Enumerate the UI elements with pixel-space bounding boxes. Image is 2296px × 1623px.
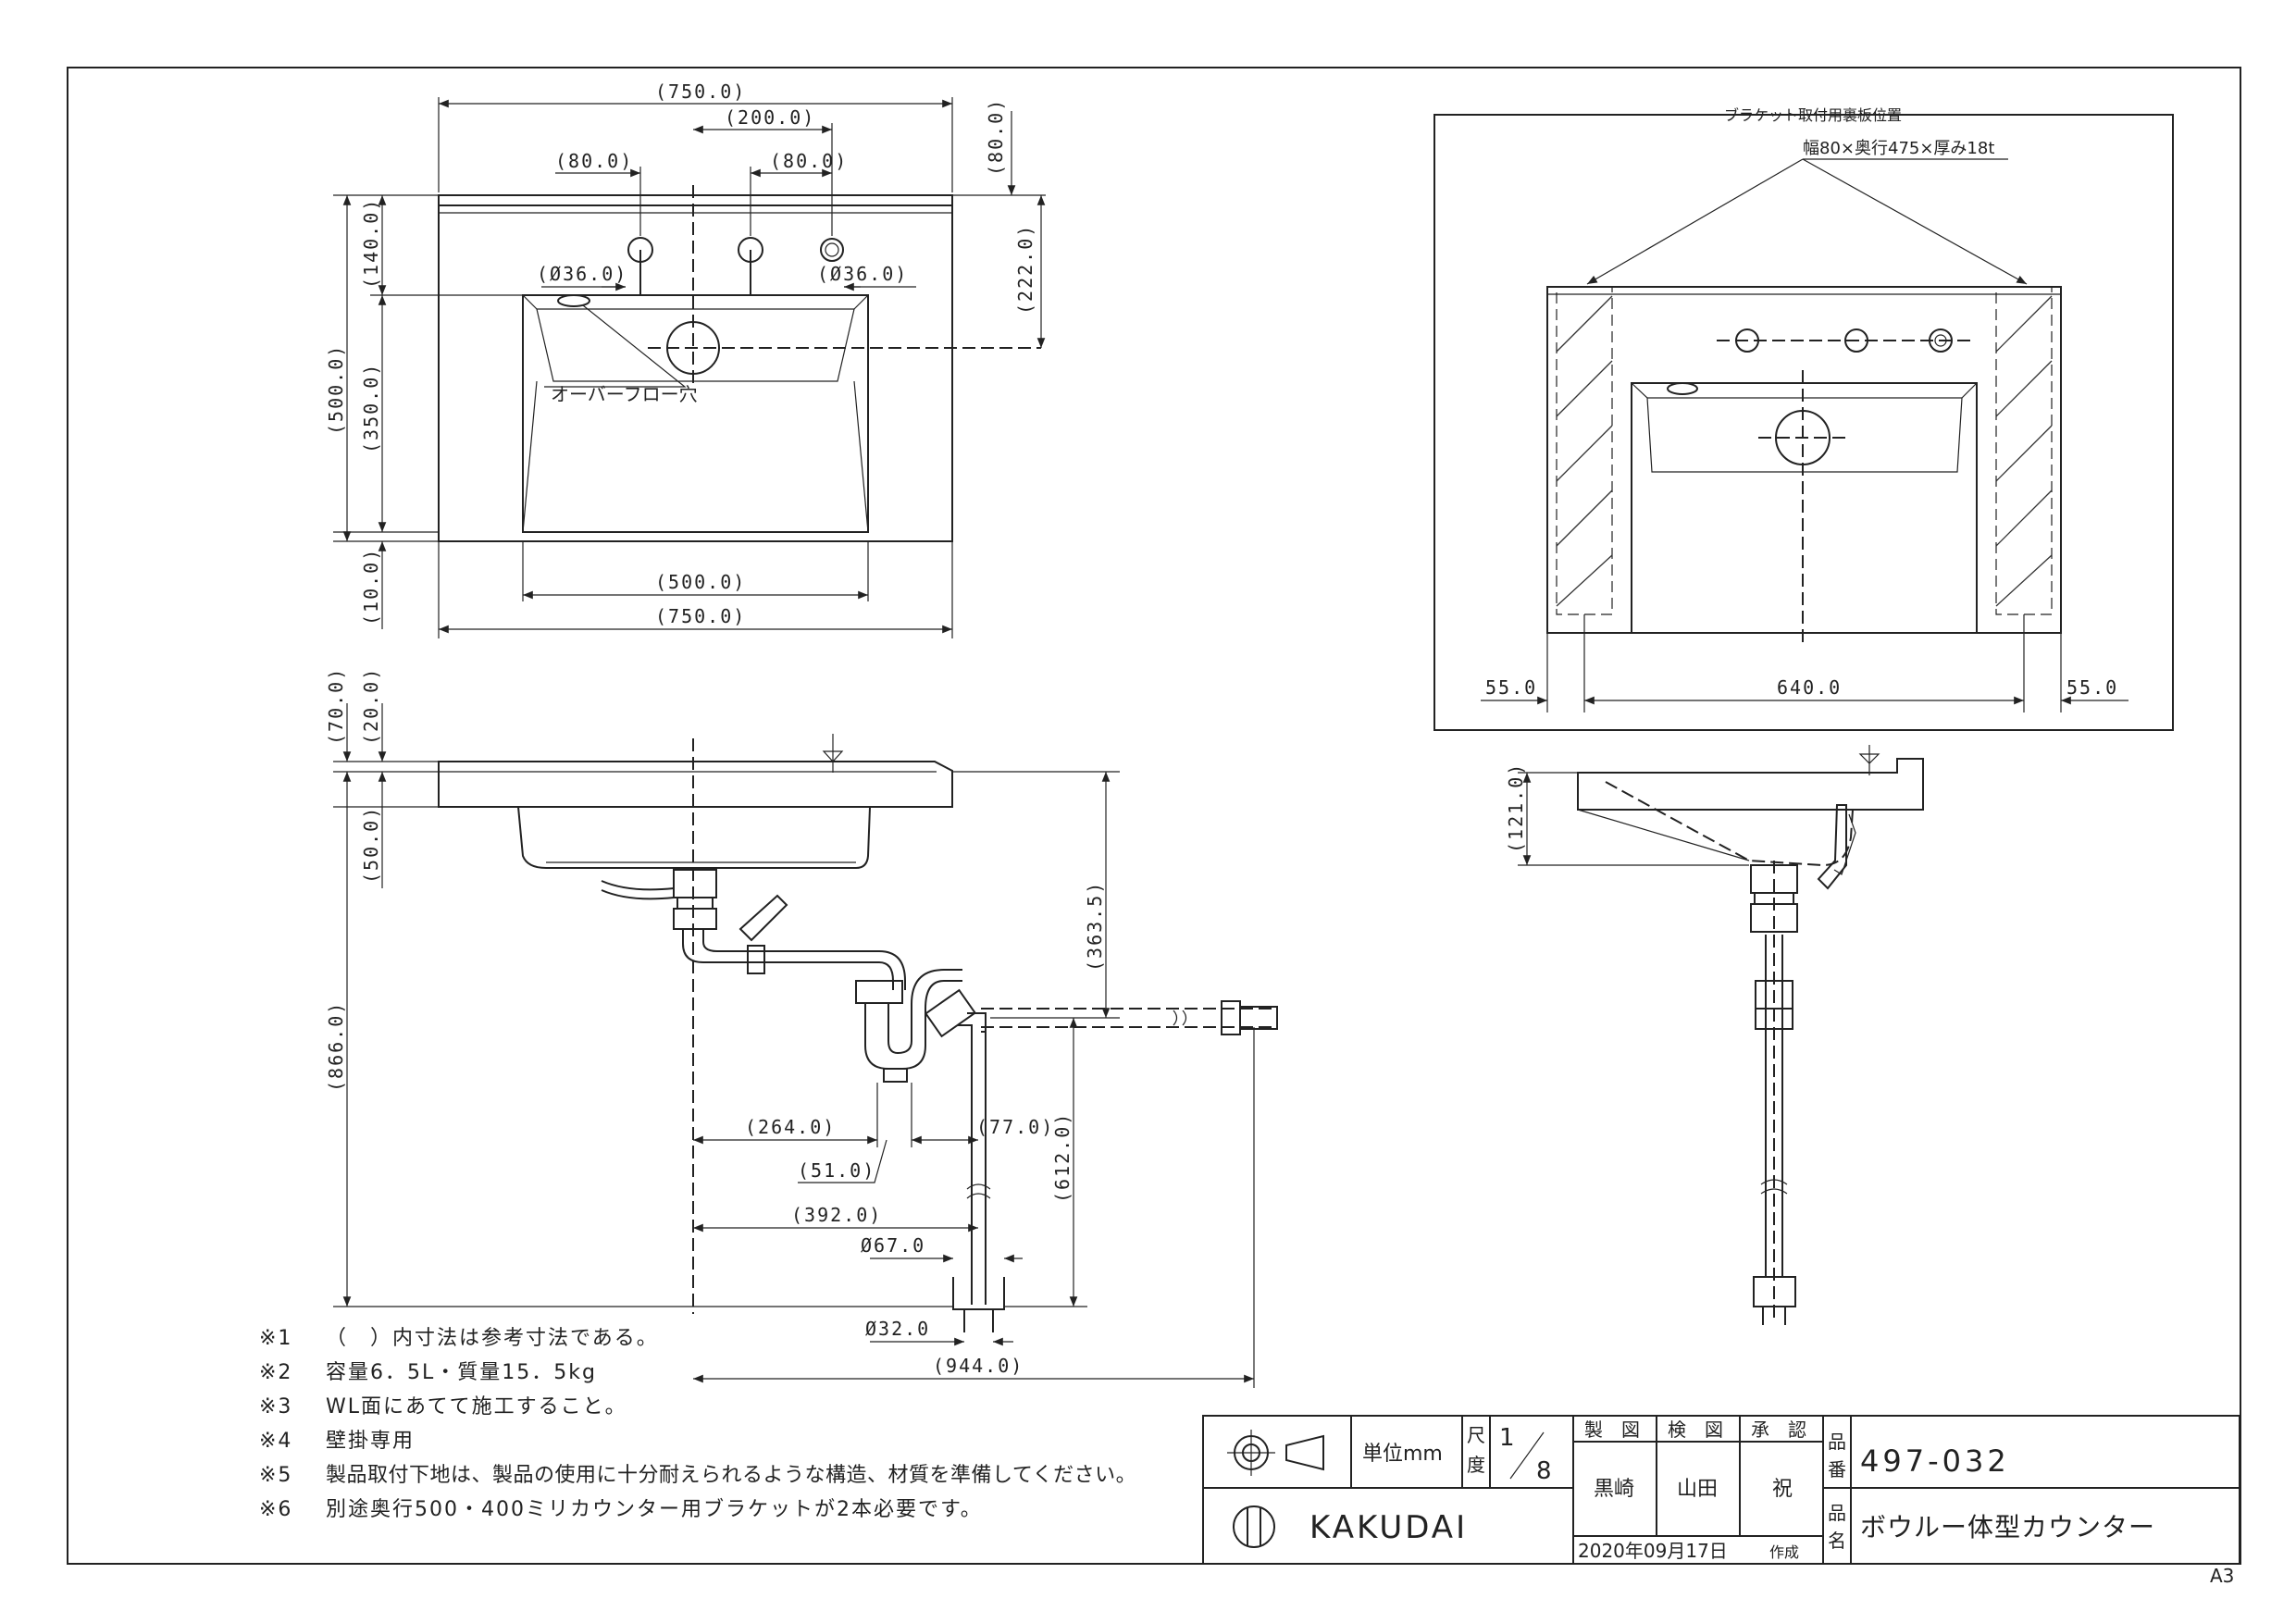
part-no-label-2: 番 [1828,1458,1846,1481]
overflow-label: オーバーフロー穴 [551,383,698,405]
projection-symbol-icon [1227,1430,1324,1476]
dim-121: (121.0) [1505,762,1527,853]
note-text-5: 製品取付下地は、製品の使用に十分耐えられるような構造、材質を準備してください。 [326,1464,1136,1487]
top-view: オーバーフロー穴 (750.0) (200.0) (80.0) (80.0) (… [325,81,1046,638]
bracket-dim-center: 640.0 [1777,676,1842,699]
dim-left-140: (140.0) [360,198,382,289]
scale-den: 8 [1536,1457,1556,1485]
checked-by: 山田 [1677,1478,1718,1501]
dim-right-80: (80.0) [770,150,848,172]
drawn-label: 製 図 [1584,1419,1640,1441]
note-mark-1: ※1 [259,1327,292,1350]
drawn-by: 黒崎 [1594,1478,1634,1501]
dim-32: Ø32.0 [865,1318,930,1340]
dim-363-5: (363.5) [1084,881,1106,972]
dim-51: (51.0) [798,1159,875,1182]
dim-hole-left-36: (Ø36.0) [537,263,627,285]
side-view-2: (121.0) [1505,745,1924,1325]
note-mark-3: ※3 [259,1395,292,1419]
dim-67: Ø67.0 [861,1234,925,1257]
scale-num: 1 [1499,1424,1519,1452]
part-no: 497-032 [1860,1443,2010,1479]
dim-center-200: (200.0) [725,106,815,129]
name-label-1: 品 [1828,1502,1846,1524]
dim-20: (20.0) [360,667,382,745]
date: 2020年09月17日 [1578,1540,1728,1562]
approved-label: 承 認 [1751,1419,1806,1441]
name-label-2: 名 [1828,1530,1846,1552]
bowl-side [517,806,871,869]
counter-side [438,761,953,808]
brand-name: KAKUDAI [1309,1509,1468,1546]
dim-944: (944.0) [933,1355,1024,1377]
checked-label: 検 図 [1668,1419,1723,1441]
bracket-counter [1546,286,2062,634]
dim-left-350: (350.0) [360,363,382,453]
counter-outline [438,194,953,542]
note-text-2: 容量6．5L・質量15．5kg [326,1361,597,1384]
dim-left-80: (80.0) [555,150,633,172]
scale-label-2: 度 [1467,1454,1485,1476]
note-text-3: WL面にあてて施工すること。 [326,1395,627,1419]
bracket-dim-left: 55.0 [1485,676,1537,699]
bracket-hatch-left [1556,295,1613,607]
part-no-label-1: 品 [1828,1431,1846,1453]
bracket-dim-right: 55.0 [2066,676,2118,699]
note-mark-5: ※5 [259,1464,292,1487]
side-view: (70.0) (20.0) (50.0) (866.0) (363.5) (61… [325,667,1278,1388]
note-mark-2: ※2 [259,1361,292,1384]
dim-overall-top: (750.0) [655,81,746,103]
dim-right-222: (222.0) [1014,224,1036,315]
dim-866: (866.0) [325,1001,347,1092]
note-text-6: 別途奥行500・400ミリカウンター用ブラケットが2本必要です。 [326,1498,983,1521]
notes: ※1 （ ）内寸法は参考寸法である。 ※2 容量6．5L・質量15．5kg ※3… [259,1327,1136,1521]
note-text-4: 壁掛専用 [326,1430,415,1453]
title-block: 単位mm 尺 度 1 8 製 図 検 図 承 認 黒崎 山田 祝 品 番 497… [1202,1415,2240,1565]
bracket-frame [1433,114,2174,731]
approved-by: 祝 [1772,1478,1793,1501]
overflow-hole [557,294,590,307]
dim-612: (612.0) [1051,1112,1074,1203]
dim-overall-bottom: (750.0) [655,605,746,627]
dim-50: (50.0) [360,806,382,884]
dim-77: (77.0) [976,1116,1054,1138]
dim-264: (264.0) [745,1116,836,1138]
dim-70: (70.0) [325,667,347,745]
scale-label-1: 尺 [1467,1424,1485,1446]
dim-right-80-top: (80.0) [985,98,1007,176]
created-label: 作成 [1769,1543,1799,1561]
product-name: ボウルー体型カウンター [1860,1512,2155,1542]
note-text-1: （ ）内寸法は参考寸法である。 [326,1327,659,1350]
brand-logo-icon [1233,1505,1275,1548]
bracket-spec: 幅80×奥行475×厚み18t [1803,139,1994,158]
note-mark-4: ※4 [259,1430,292,1453]
bowl-outline [522,294,869,533]
bracket-view: ブラケット取付用裏板位置 幅80×奥行475×厚み18t [1433,106,2174,731]
faucet-hole-right [820,238,844,262]
dim-left-500: (500.0) [325,344,347,435]
sheet-size: A3 [2210,1565,2234,1587]
bracket-title: ブラケット取付用裏板位置 [1724,106,1902,124]
dim-bowl-500: (500.0) [655,571,746,593]
sheet-border [67,67,2241,1565]
dim-left-10: (10.0) [360,548,382,626]
dim-hole-right-36: (Ø36.0) [817,263,908,285]
dim-392: (392.0) [791,1204,882,1226]
unit-label: 単位mm [1362,1443,1443,1466]
note-mark-6: ※6 [259,1498,292,1521]
bracket-hatch-right [1995,295,2053,607]
